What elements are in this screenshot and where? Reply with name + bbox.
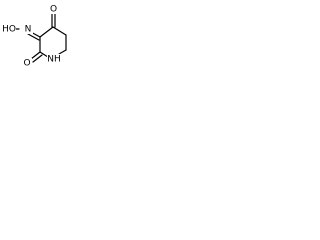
- bond-c3-n-b: [27, 33, 40, 41]
- atom-oxime-nitrogen: N: [25, 25, 32, 35]
- bond-c2-o-b: [32, 54, 43, 63]
- bond-c4-c5: [52, 26, 67, 36]
- molecule-structure: O N HO NH O: [2, 4, 67, 69]
- molecule-diagram: O N HO NH O: [0, 0, 92, 82]
- bond-c6-n1: [58, 49, 67, 55]
- atom-ring-nh: NH: [47, 55, 61, 65]
- atom-oxygen-top: O: [50, 5, 57, 15]
- bond-c3-c4: [39, 26, 54, 38]
- bond-n1-c2: [39, 51, 49, 58]
- atom-oxygen-carbonyl: O: [23, 59, 30, 69]
- bond-c2-o-a: [30, 51, 41, 60]
- atom-hydroxyl: HO: [2, 25, 16, 35]
